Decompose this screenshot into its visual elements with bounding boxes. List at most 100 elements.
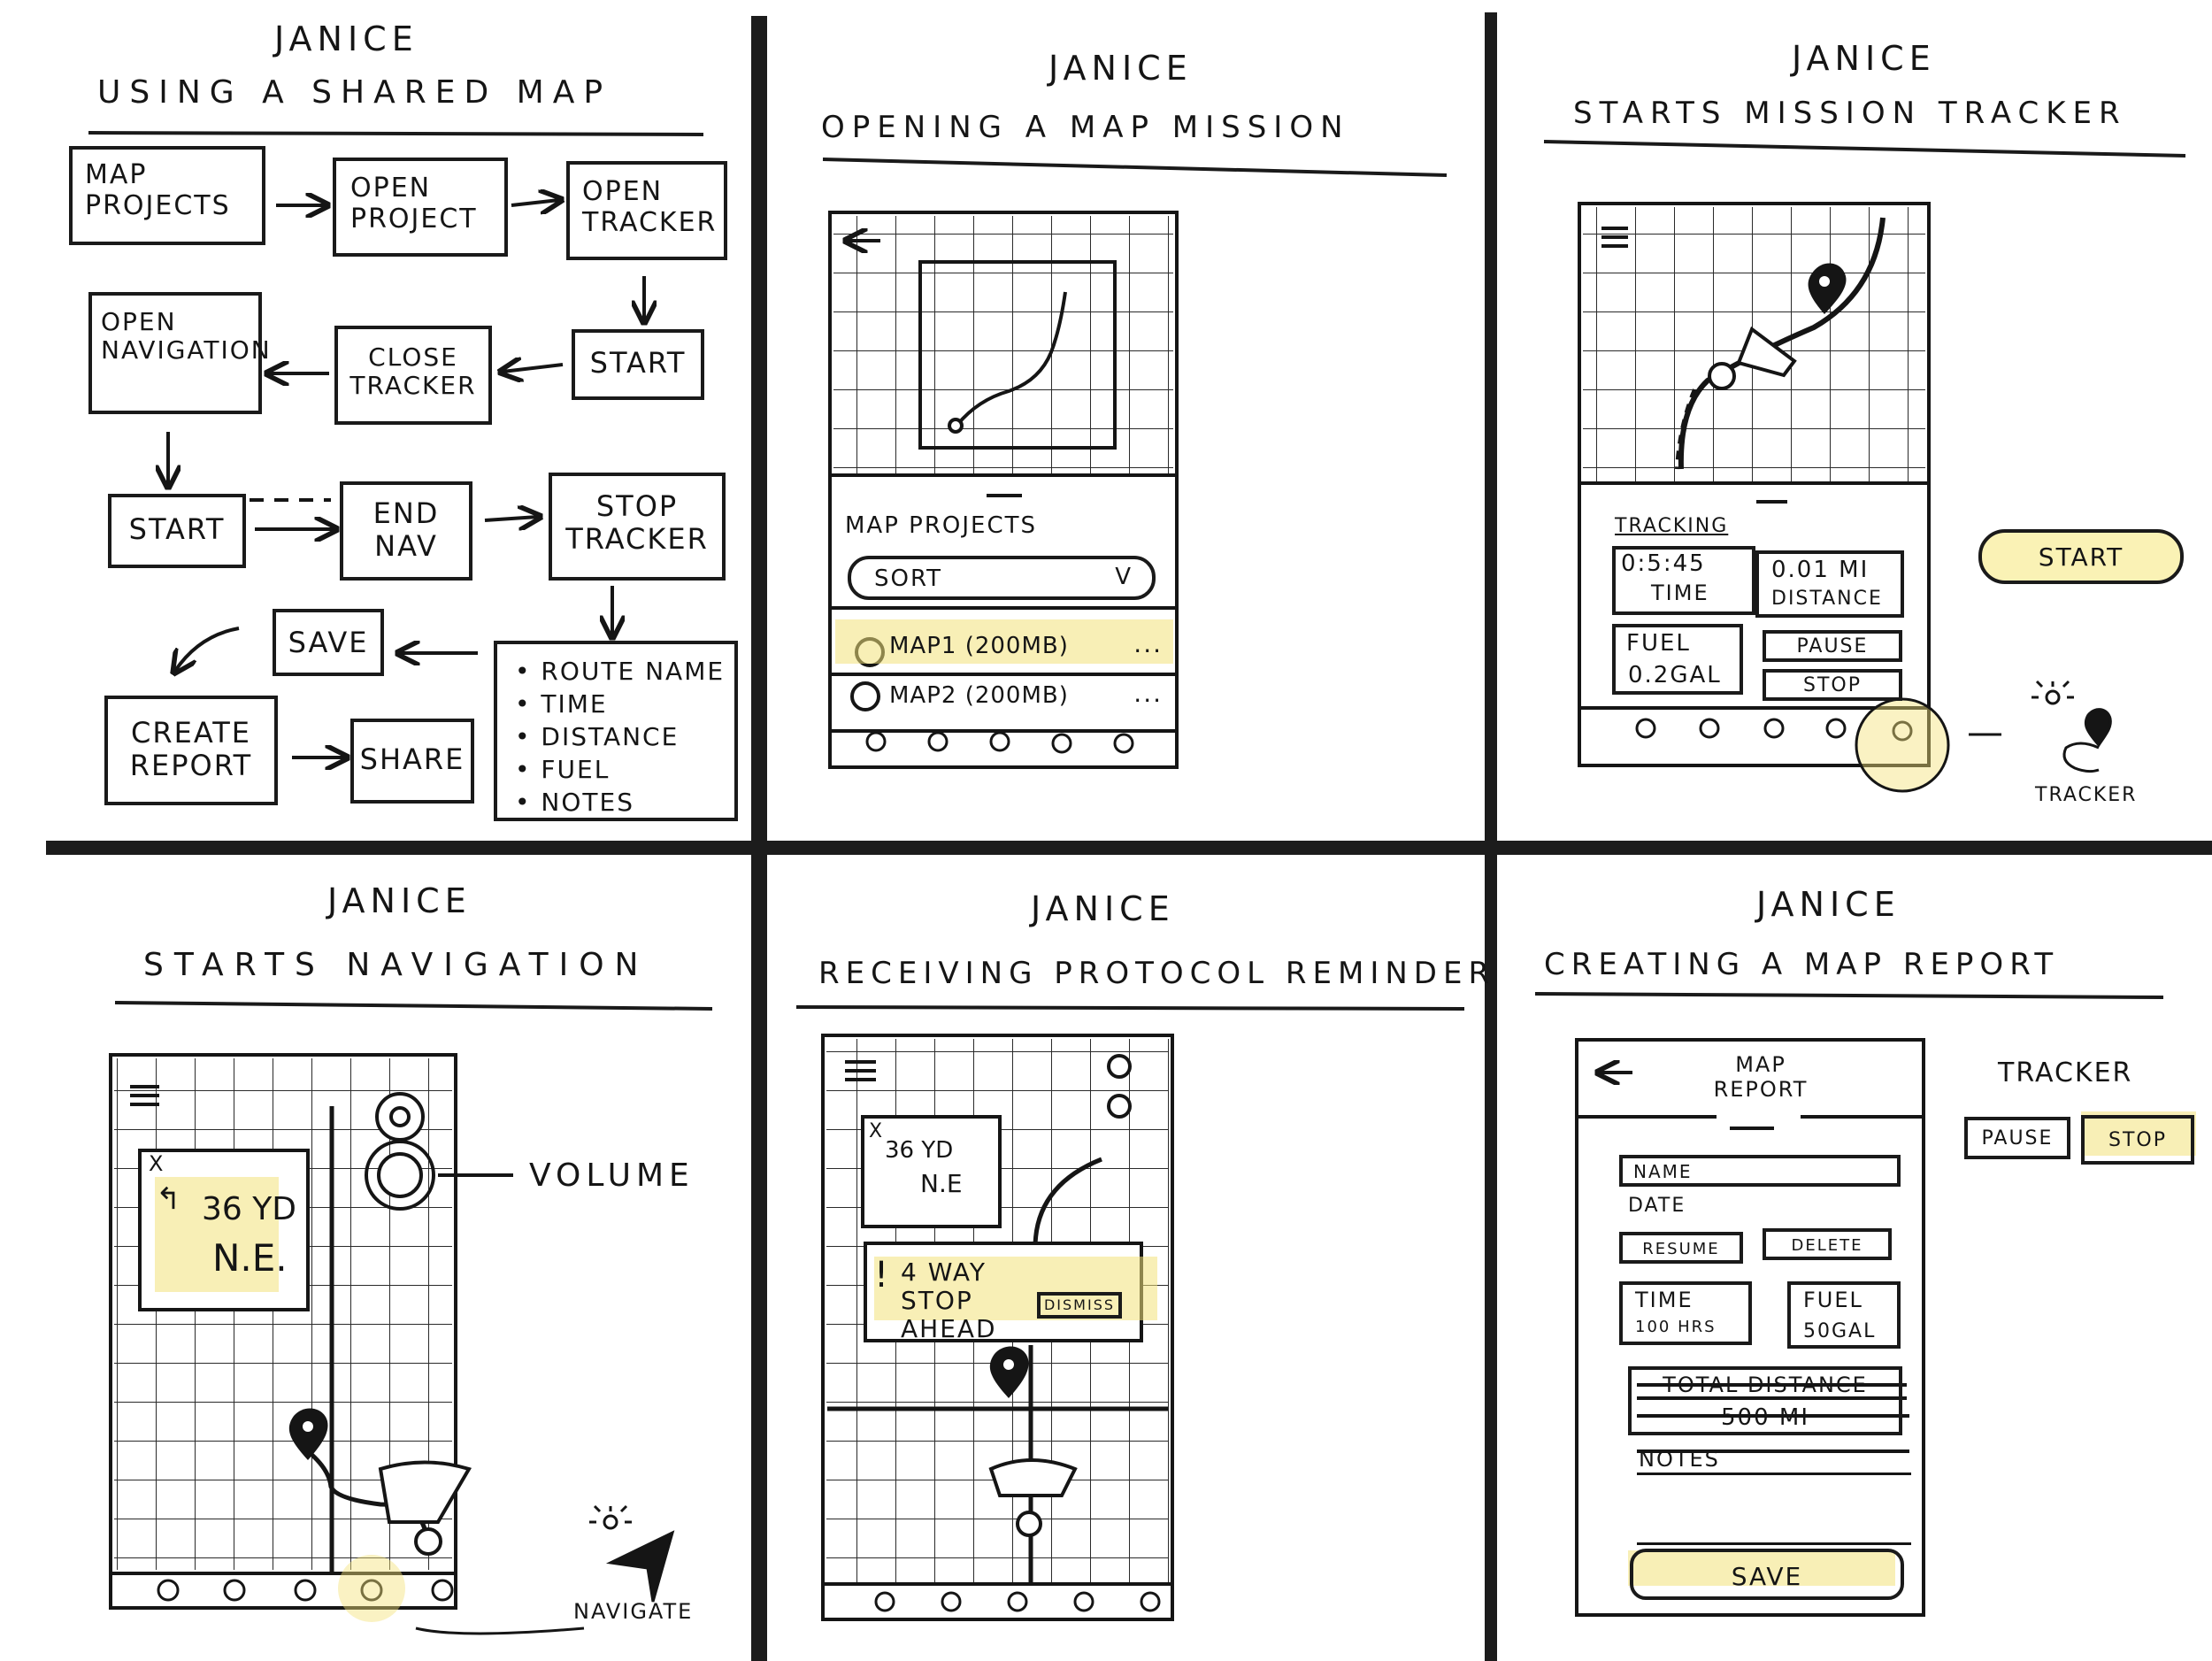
p4-navigate-icon (589, 1504, 675, 1603)
delete-button[interactable]: DELETE (1763, 1228, 1892, 1260)
pause-button[interactable]: PAUSE (1763, 630, 1902, 662)
turn-direction: N.E. (212, 1236, 288, 1280)
stop-button[interactable]: STOP (1763, 669, 1902, 701)
sort-label: SORT (874, 565, 943, 592)
close-icon[interactable]: x (149, 1151, 165, 1176)
notes-label: NOTES (1639, 1447, 1720, 1472)
p5-pin-icon (989, 1346, 1029, 1398)
step-stop-tracker: STOP TRACKER (549, 473, 726, 581)
panel-3-subtitle: STARTS MISSION TRACKER (1573, 96, 2127, 131)
notes-field[interactable] (1637, 1473, 1911, 1545)
step-end-nav: END NAV (340, 481, 472, 581)
step-save: SAVE (273, 609, 384, 676)
resume-button[interactable]: RESUME (1619, 1232, 1743, 1264)
panel-6-name: JANICE (1756, 885, 1901, 924)
title-underlines (88, 131, 2186, 1011)
save-button[interactable]: SAVE (1630, 1549, 1904, 1600)
alert-icon: ! (874, 1255, 891, 1296)
panel-1-subtitle: USING A SHARED MAP (97, 74, 612, 111)
map-list-item[interactable]: MAP2 (200MB) ... (889, 679, 1168, 717)
map-list-item[interactable]: MAP1 (200MB) ... (889, 629, 1168, 667)
p2-phone (828, 211, 1179, 769)
close-icon[interactable]: x (869, 1120, 885, 1142)
panel-5-name: JANICE (1031, 889, 1175, 928)
tracker-title: TRACKER (1998, 1057, 2133, 1088)
report-header: MAP REPORT (1713, 1052, 1809, 1102)
step-close-tracker: CLOSE TRACKER (334, 326, 492, 425)
fuel-label: FUEL (1626, 630, 1691, 657)
date-label: DATE (1628, 1195, 1686, 1217)
fuel-stat: FUEL 50GAL (1787, 1281, 1901, 1349)
p3-tab-icons (1635, 718, 1913, 742)
total-distance-value: 500 MI (1721, 1404, 1809, 1431)
volume-label: VOLUME (529, 1157, 695, 1194)
step-open-navigation: OPEN NAVIGATION (88, 292, 270, 414)
navigate-label: NAVIGATE (573, 1599, 694, 1624)
fuel-stat: FUEL 0.2GAL (1612, 624, 1743, 695)
fuel-value: 50GAL (1803, 1320, 1877, 1342)
p4-pin-icon (288, 1408, 328, 1460)
time-value: 0:5:45 (1621, 550, 1706, 577)
total-distance-stat: TOTAL DISTANCE 500 MI (1628, 1366, 1902, 1435)
step-map-projects: MAP PROJECTS (69, 146, 265, 245)
more-options-icon[interactable]: ... (1133, 629, 1163, 658)
map-item-label: MAP2 (200MB) (889, 682, 1069, 709)
distance-value: 0.01 MI (1771, 557, 1870, 583)
p2-tab-icons (865, 731, 1134, 754)
map-projects-heading: MAP PROJECTS (845, 512, 1038, 539)
step-open-tracker: OPEN TRACKER (566, 161, 727, 260)
panel-1-name: JANICE (274, 19, 419, 58)
tracker-stop-button[interactable]: STOP (2081, 1115, 2194, 1165)
p6-phone (1575, 1038, 1925, 1617)
name-field[interactable]: NAME (1619, 1155, 1901, 1187)
panel-3-name: JANICE (1792, 39, 1936, 78)
alert-message: 4 WAY STOP AHEAD (901, 1257, 997, 1344)
panel-4-subtitle: STARTS NAVIGATION (143, 947, 649, 983)
panel-4-name: JANICE (327, 881, 472, 920)
panel-6-subtitle: CREATING A MAP REPORT (1544, 947, 2060, 982)
step-create-report: CREATE REPORT (104, 696, 278, 805)
p4-tab-icons (157, 1579, 454, 1602)
tracker-icon-label: TRACKER (2035, 784, 2138, 806)
time-stat: 0:5:45 TIME (1612, 546, 1755, 615)
time-label: TIME (1651, 581, 1709, 605)
report-field-bullet: • ROUTE NAME (515, 657, 726, 686)
fuel-label: FUEL (1803, 1288, 1863, 1312)
report-field-bullet: • NOTES (515, 788, 634, 817)
distance-label: DISTANCE (1771, 588, 1883, 610)
start-button[interactable]: START (1978, 529, 2184, 584)
time-value: 100 HRS (1635, 1318, 1717, 1336)
map-item-label: MAP1 (200MB) (889, 633, 1069, 659)
time-label: TIME (1635, 1288, 1694, 1312)
panel-5-subtitle: RECEIVING PROTOCOL REMINDER (818, 956, 1496, 991)
panel-2-name: JANICE (1048, 49, 1193, 88)
report-fields-box: • ROUTE NAME • TIME • DISTANCE • FUEL • NOTE… (494, 641, 738, 821)
distance-stat: 0.01 MI DISTANCE (1755, 550, 1904, 618)
turn-left-icon: ↰ (156, 1181, 183, 1217)
tracking-heading: TRACKING (1615, 515, 1729, 537)
p3-tracker-icon (2032, 680, 2112, 773)
step-share: SHARE (350, 719, 474, 804)
report-field-bullet: • FUEL (515, 755, 611, 784)
dismiss-button[interactable]: DISMISS (1037, 1292, 1122, 1319)
volume-icon[interactable] (370, 1145, 430, 1205)
report-field-bullet: • TIME (515, 689, 608, 719)
report-field-bullet: • DISTANCE (515, 722, 680, 751)
panel-2-subtitle: OPENING A MAP MISSION (821, 110, 1350, 145)
fuel-value: 0.2GAL (1628, 662, 1722, 688)
p4-phone (109, 1053, 513, 1610)
turn-distance: 36 YD (202, 1191, 296, 1227)
more-options-icon[interactable]: ... (1133, 679, 1163, 708)
turn-direction: N.E (920, 1169, 963, 1198)
tracker-pause-button[interactable]: PAUSE (1964, 1117, 2070, 1159)
p5-tab-icons (874, 1591, 1161, 1612)
panel-dividers (46, 12, 2212, 1661)
back-arrow-icon[interactable] (841, 223, 885, 258)
p3-pin-icon (1808, 263, 1847, 314)
chevron-down-icon: v (1115, 564, 1133, 590)
p3-phone (1578, 202, 1931, 767)
sort-dropdown[interactable]: SORT v (848, 556, 1156, 600)
step-start-1: START (572, 329, 704, 400)
p2-map1-highlight (835, 619, 1173, 664)
